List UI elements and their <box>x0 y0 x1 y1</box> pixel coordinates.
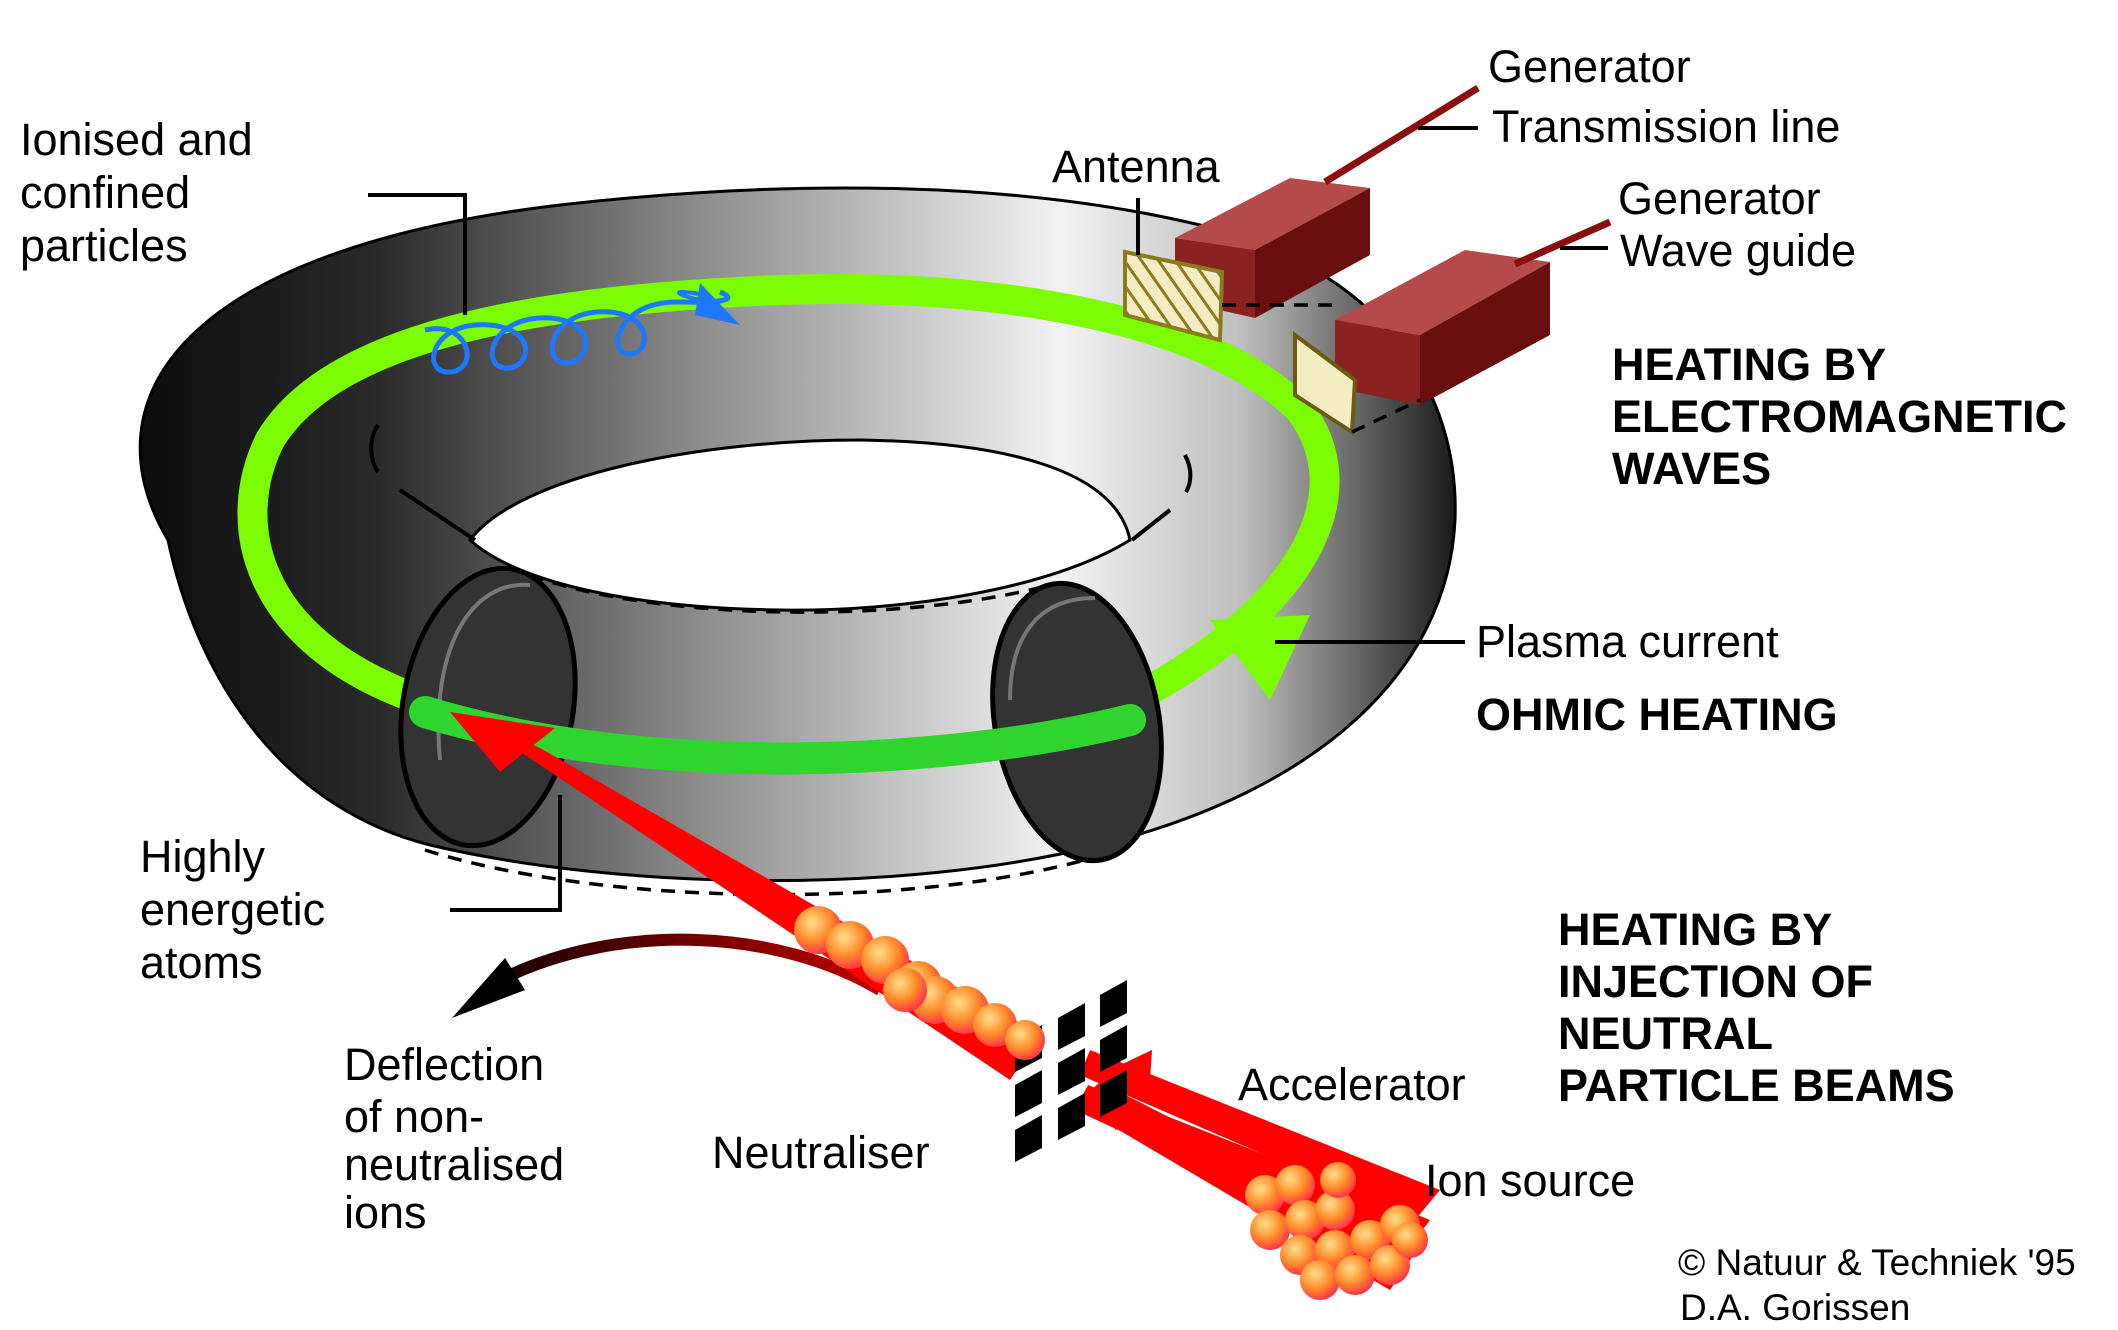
label-plasma-current: Plasma current <box>1476 616 1779 667</box>
antenna-generator-box-top <box>1175 178 1370 250</box>
hidden-edge-inner <box>529 573 1051 614</box>
label-highly-1: Highly <box>140 831 266 882</box>
credit-line-1: © Natuur & Techniek '95 <box>1678 1242 2076 1283</box>
label-transmission-line: Transmission line <box>1492 101 1840 152</box>
heading-nbi-3: NEUTRAL <box>1558 1008 1773 1059</box>
particle-direction-arrow <box>695 283 740 325</box>
heading-ohmic: OHMIC HEATING <box>1476 689 1838 740</box>
heading-nbi-2: INJECTION OF <box>1558 956 1873 1007</box>
heading-em-2: ELECTROMAGNETIC <box>1612 391 2067 442</box>
neutral-particles <box>794 906 1045 1060</box>
section-mark-right <box>1183 454 1193 494</box>
heading-em-1: HEATING BY <box>1612 339 1886 390</box>
transmission-line-cable <box>1323 85 1480 185</box>
inner-edge-left <box>398 488 477 542</box>
waveguide-box-side <box>1420 262 1550 405</box>
leader-ionised <box>368 193 467 315</box>
label-ion-source: Ion source <box>1425 1155 1635 1206</box>
waveguide-box-top <box>1335 250 1550 335</box>
cross-section-left <box>398 565 578 849</box>
label-generator-mid: Generator <box>1618 173 1821 224</box>
hidden-edge-bottom <box>424 848 1086 897</box>
deflection-arc <box>497 933 884 996</box>
particle-spiral <box>424 289 731 375</box>
label-accelerator: Accelerator <box>1238 1059 1466 1110</box>
antenna-plate <box>1123 249 1225 343</box>
waveguide-dash <box>1351 398 1421 434</box>
label-generator-top: Generator <box>1488 41 1691 92</box>
leader-highly <box>450 795 562 912</box>
deflection-arrowhead <box>452 958 525 1018</box>
wave-guide-cable <box>1513 218 1612 268</box>
antenna-generator-box-side <box>1255 188 1370 318</box>
cross-section-right-rim <box>1008 596 1096 701</box>
label-deflection-1: Deflection <box>344 1039 544 1090</box>
label-ionised-2: confined <box>20 167 190 218</box>
section-mark-left <box>369 423 380 474</box>
label-deflection-4: ions <box>344 1187 427 1238</box>
plasma-current-arrow <box>1210 615 1310 700</box>
heading-nbi-1: HEATING BY <box>1558 904 1832 955</box>
torus-hole <box>467 438 1132 612</box>
label-ionised-3: particles <box>20 220 188 271</box>
label-ionised-1: Ionised and <box>20 114 253 165</box>
inner-edge-right <box>1130 508 1172 542</box>
plasma-ring <box>237 273 1340 715</box>
label-highly-2: energetic <box>140 884 325 935</box>
ion-arrow-2 <box>1110 1050 1152 1080</box>
heading-em-3: WAVES <box>1612 443 1771 494</box>
heading-nbi-4: PARTICLE BEAMS <box>1558 1060 1955 1111</box>
label-wave-guide: Wave guide <box>1620 225 1856 276</box>
label-deflection-2: of non- <box>344 1091 484 1142</box>
ion-source-particles <box>1245 1162 1428 1300</box>
neutral-beam-head <box>450 712 555 772</box>
particle-spiral-tail <box>677 289 701 302</box>
credit-line-2: D.A. Gorissen <box>1680 1287 1910 1328</box>
label-highly-3: atoms <box>140 937 263 988</box>
label-antenna: Antenna <box>1052 141 1221 192</box>
label-neutraliser: Neutraliser <box>712 1127 930 1178</box>
label-deflection-3: neutralised <box>344 1139 564 1190</box>
